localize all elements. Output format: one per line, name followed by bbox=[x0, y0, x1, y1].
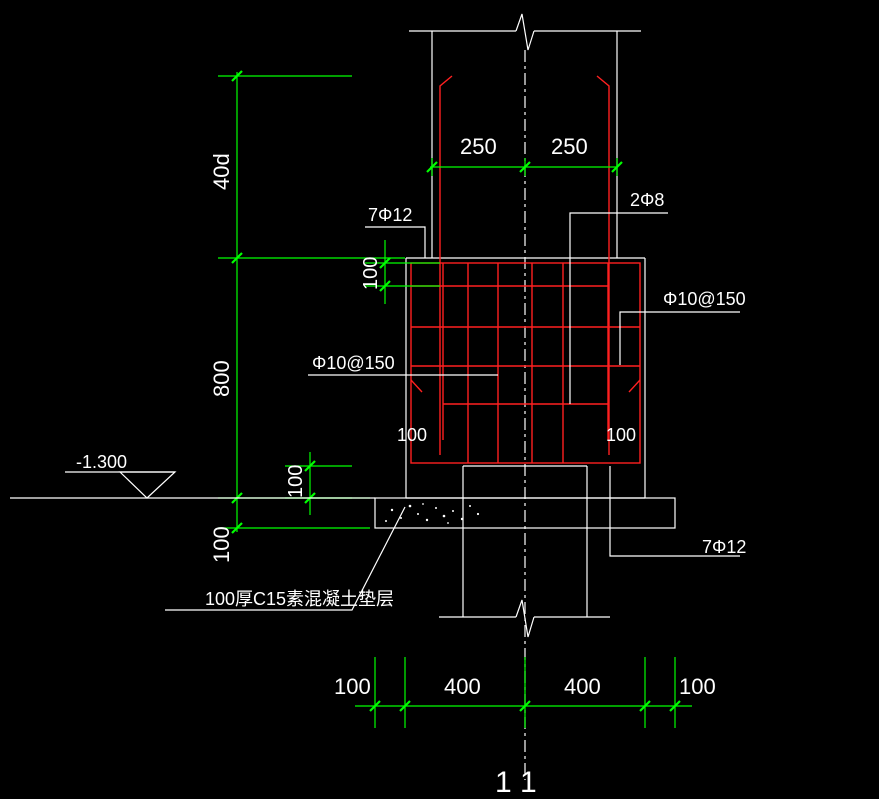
leader-lines bbox=[10, 212, 740, 611]
dim-100-inner-right: 100 bbox=[606, 425, 636, 445]
dimension-lines bbox=[218, 70, 692, 728]
section-title: 1 1 bbox=[495, 766, 537, 799]
dim-100-top: 100 bbox=[360, 257, 382, 290]
label-cushion: 100厚C15素混凝土垫层 bbox=[205, 589, 394, 609]
label-7phi12-top: 7Φ12 bbox=[368, 205, 412, 225]
dim-100-pad: 100 bbox=[285, 465, 307, 498]
rebar-cage bbox=[410, 75, 641, 464]
label-2phi8: 2Φ8 bbox=[630, 190, 664, 210]
dim-100-bottom: 100 bbox=[209, 526, 234, 563]
label-stirrup-left: Φ10@150 bbox=[312, 353, 395, 373]
dim-b-100-left: 100 bbox=[334, 674, 371, 699]
dim-b-400-right: 400 bbox=[564, 674, 601, 699]
dim-b-100-right: 100 bbox=[679, 674, 716, 699]
label-stirrup-right: Φ10@150 bbox=[663, 289, 746, 309]
dim-800: 800 bbox=[209, 360, 234, 397]
upper-column bbox=[409, 13, 641, 258]
dim-250-right: 250 bbox=[551, 134, 588, 159]
lower-column bbox=[439, 465, 610, 638]
dim-40d: 40d bbox=[209, 153, 234, 190]
dim-250-left: 250 bbox=[460, 134, 497, 159]
dim-b-400-left: 400 bbox=[444, 674, 481, 699]
label-7phi12-bottom: 7Φ12 bbox=[702, 537, 746, 557]
label-elevation: -1.300 bbox=[76, 452, 127, 472]
dim-100-inner-left: 100 bbox=[397, 425, 427, 445]
